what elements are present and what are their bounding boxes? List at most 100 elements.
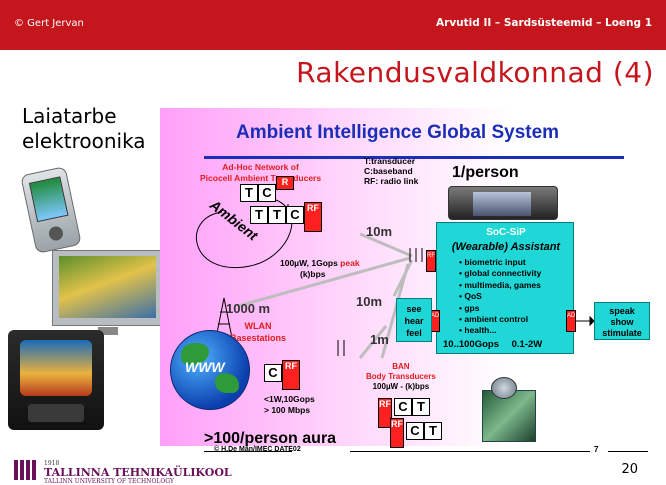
- see-label: see: [406, 304, 422, 314]
- ban-label: BAN Body Transducers 100µW - (k)bps: [366, 362, 436, 392]
- ban-line3: 100µW - (k)bps: [372, 382, 430, 391]
- soc-spec: 10..100Gops 0.1-2W: [443, 339, 542, 350]
- pda-device-image: [20, 166, 82, 254]
- title-underline: [204, 156, 624, 159]
- power-spec-b: (k)bps: [300, 269, 326, 279]
- cell-rf-1: RF: [304, 202, 322, 232]
- link-ban-hub: [380, 263, 410, 359]
- feel-label: feel: [406, 328, 422, 338]
- power-spec-peak: peak: [340, 258, 360, 268]
- distance-1m: 1m: [370, 332, 389, 347]
- wlan-label: WLAN Basestations: [230, 320, 286, 344]
- link-adhoc-hub: [359, 232, 413, 258]
- globe-land-1: [181, 343, 209, 365]
- ban-cell-t-1: T: [412, 398, 430, 416]
- link-wlan-hub: [237, 256, 411, 308]
- distance-1000m: 1000 m: [226, 301, 271, 316]
- cell-c-wlan: C: [264, 364, 282, 382]
- soc-sip-assistant-box: SoC-SiP (Wearable) Assistant biometric i…: [436, 222, 574, 354]
- link-ban-see: [358, 325, 388, 359]
- globe-land-2: [215, 373, 239, 393]
- ban-cell-t-2: T: [424, 422, 442, 440]
- adhoc-network-label: Ad-Hoc Network of Picocell Ambient Trans…: [200, 162, 321, 184]
- ban-cell-c-2: C: [406, 422, 424, 440]
- copyright-text: © Gert Jervan: [14, 18, 84, 29]
- left-heading-line1: Laiatarbe: [22, 104, 117, 128]
- arrow-sss: [589, 315, 595, 327]
- soc-feature: ambient control: [459, 314, 541, 325]
- flat-tv-screen: [59, 256, 156, 318]
- soc-feature: QoS: [459, 291, 541, 302]
- cell-t-1: T: [240, 184, 258, 202]
- soc-title: SoC-SiP: [486, 227, 526, 238]
- ban-cell-rf-2: RF: [390, 418, 404, 448]
- left-heading: Laiatarbe elektroonika: [22, 104, 146, 154]
- soc-ad-port-right: AD: [566, 310, 576, 332]
- ttu-logo-mark-icon: [14, 460, 40, 480]
- footer-number: 7: [594, 445, 599, 454]
- footer-source: © H.De Man/IMEC DATE02: [214, 446, 301, 453]
- cell-r-1: R: [276, 176, 294, 190]
- adhoc-line1: Ad-Hoc Network of: [222, 162, 299, 172]
- soc-spec-b: 0.1-2W: [511, 339, 543, 350]
- aura-label: >100/person aura: [204, 430, 337, 447]
- diagram-title: Ambient Intelligence Global System: [236, 122, 560, 143]
- soc-rf-port: RF: [426, 250, 436, 272]
- phone-screen: [473, 192, 531, 216]
- wlan-line2: Basestations: [230, 333, 287, 343]
- mobile-phone-image: [448, 186, 558, 220]
- left-heading-line2: elektroonika: [22, 129, 146, 153]
- cell-t-2: T: [250, 206, 268, 224]
- logo-name: TALLINNA TEHNIKAÜLIKOOL: [44, 466, 232, 479]
- slide-header: © Gert Jervan Arvutid II – Sardsüsteemid…: [0, 0, 666, 50]
- distance-10m-b: 10m: [356, 294, 383, 309]
- footer-rule-right: [350, 451, 590, 452]
- soc-feature: biometric input: [459, 257, 541, 268]
- eye-icon: [491, 377, 517, 399]
- legend-radio-link: RF: radio link: [364, 176, 419, 186]
- pda-screen: [28, 176, 69, 223]
- crt-tv-image: [8, 330, 104, 430]
- soc-subtitle: (Wearable) Assistant: [451, 241, 561, 253]
- logo-year: 1918: [44, 460, 60, 467]
- speak-label: speak: [609, 306, 635, 316]
- see-hear-feel-box: see hear feel: [396, 298, 432, 342]
- soc-feature-list: biometric input global connectivity mult…: [459, 257, 541, 337]
- stimulate-label: stimulate: [602, 328, 642, 338]
- ban-cell-c-1: C: [394, 398, 412, 416]
- adhoc-line2: Picocell Ambient Transducers: [200, 173, 322, 183]
- cell-c-1: C: [258, 184, 276, 202]
- page-number: 20: [621, 462, 638, 477]
- implant-chip-image: [482, 377, 536, 442]
- wlan-spec-1: <1W,10Gops: [264, 394, 315, 404]
- distance-10m-a: 10m: [366, 224, 393, 239]
- slide-title: Rakendusvaldkonnad (4): [296, 56, 654, 89]
- soc-feature: gps: [459, 303, 541, 314]
- crt-tv-screen: [20, 340, 92, 396]
- cell-t-3: T: [268, 206, 286, 224]
- wlan-spec: <1W,10Gops > 100 Mbps: [264, 394, 315, 416]
- footer-rule-end: [608, 451, 648, 452]
- hear-label: hear: [404, 316, 424, 326]
- footer-rule-left: [204, 451, 292, 452]
- soc-feature: multimedia, games: [459, 280, 541, 291]
- wlan-line1: WLAN: [244, 321, 272, 331]
- crt-tv-base: [28, 404, 84, 422]
- power-spec-a: 100µW, 1Gops: [280, 258, 341, 268]
- soc-feature: global connectivity: [459, 268, 541, 279]
- show-label: show: [610, 317, 634, 327]
- ban-line1: BAN: [392, 362, 410, 371]
- adhoc-power-spec: 100µW, 1Gops peak (k)bps: [280, 258, 360, 280]
- legend: T:transducer C:baseband RF: radio link: [364, 156, 418, 186]
- flat-tv-image: [52, 250, 162, 335]
- ban-line2: Body Transducers: [366, 372, 436, 381]
- legend-transducer: T:transducer: [364, 156, 416, 166]
- logo-subname: TALLINN UNIVERSITY OF TECHNOLOGY: [44, 478, 174, 485]
- ban-cell-rf-1: RF: [378, 398, 392, 428]
- pda-button: [47, 225, 65, 242]
- per-person-label: 1/person: [452, 164, 519, 181]
- www-label: WWW: [185, 359, 225, 375]
- globe-icon: WWW: [170, 330, 250, 410]
- course-title: Arvutid II – Sardsüsteemid – Loeng 1: [436, 17, 652, 29]
- soc-feature: health...: [459, 325, 541, 336]
